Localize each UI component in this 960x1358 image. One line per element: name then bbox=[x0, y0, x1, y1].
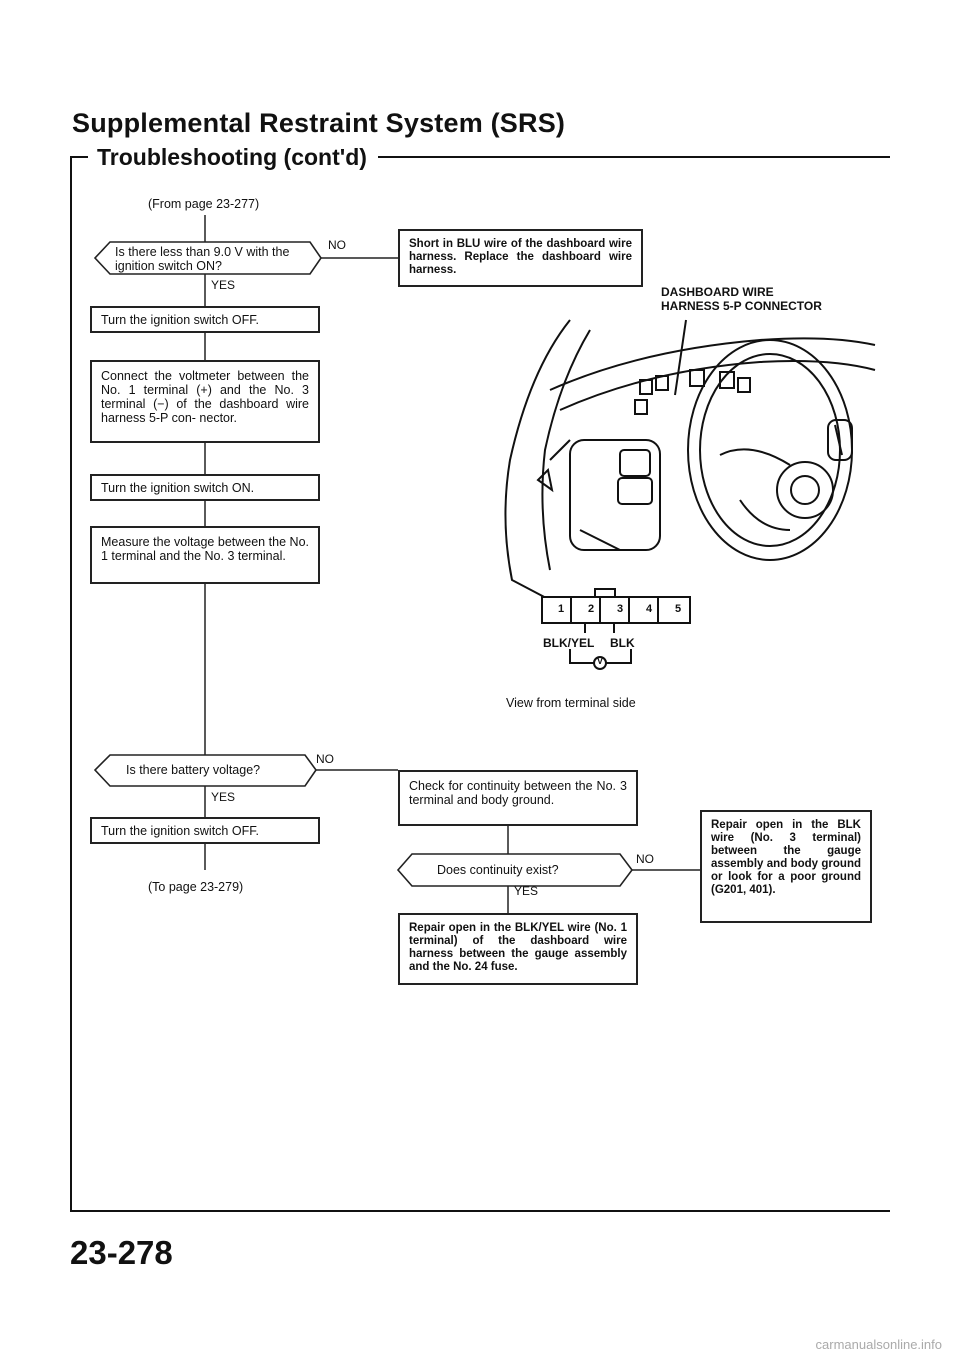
step-check-continuity: Check for continuity between the No. 3 t… bbox=[398, 770, 638, 826]
section-subtitle: Troubleshooting (cont'd) bbox=[97, 144, 367, 170]
step-turn-ignition-off-2: Turn the ignition switch OFF. bbox=[90, 817, 320, 844]
wire-label-blk-yel: BLK/YEL bbox=[543, 636, 595, 650]
voltmeter-icon: V bbox=[597, 656, 604, 666]
watermark: carmanualsonline.info bbox=[815, 1337, 942, 1352]
decision-q1-text: Is there less than 9.0 V with the igniti… bbox=[115, 245, 290, 273]
callout-label-line1: DASHBOARD WIRE bbox=[661, 285, 774, 299]
q3-no-result-box: Repair open in the BLK wire (No. 3 termi… bbox=[700, 810, 872, 923]
header-rule-right bbox=[378, 156, 890, 158]
wire-label-blk: BLK bbox=[610, 636, 635, 650]
terminal-4: 4 bbox=[646, 603, 653, 615]
decision-q2 bbox=[93, 754, 317, 787]
connector-diagram bbox=[541, 588, 691, 670]
q3-yes-label: YES bbox=[514, 884, 539, 898]
frame-left-rule bbox=[70, 156, 72, 1212]
page-number: 23-278 bbox=[70, 1234, 173, 1271]
dashboard-illustration bbox=[504, 319, 876, 601]
decision-q3-text: Does continuity exist? bbox=[437, 863, 559, 877]
step-measure-voltage: Measure the voltage between the No. 1 te… bbox=[90, 526, 320, 584]
view-note: View from terminal side bbox=[506, 696, 636, 710]
decision-q2-text: Is there battery voltage? bbox=[126, 763, 261, 777]
header-rule-left bbox=[70, 156, 88, 158]
q2-yes-label: YES bbox=[211, 790, 236, 804]
terminal-3: 3 bbox=[617, 603, 624, 615]
terminal-5: 5 bbox=[675, 603, 682, 615]
q1-no-label: NO bbox=[328, 238, 346, 252]
page-title: Supplemental Restraint System (SRS) bbox=[72, 108, 566, 138]
q3-no-label: NO bbox=[636, 852, 654, 866]
step-connect-voltmeter: Connect the voltmeter between the No. 1 … bbox=[90, 360, 320, 443]
terminal-2: 2 bbox=[588, 603, 595, 615]
from-page-ref: (From page 23-277) bbox=[148, 197, 260, 211]
callout-label-line2: HARNESS 5-P CONNECTOR bbox=[661, 299, 822, 313]
decision-q1 bbox=[93, 241, 322, 275]
q1-yes-label: YES bbox=[211, 278, 236, 292]
q2-no-label: NO bbox=[316, 752, 334, 766]
step-turn-ignition-on: Turn the ignition switch ON. bbox=[90, 474, 320, 501]
terminal-1: 1 bbox=[558, 603, 565, 615]
decision-q3 bbox=[396, 853, 633, 887]
to-page-ref: (To page 23-279) bbox=[148, 880, 244, 894]
q3-yes-result-box: Repair open in the BLK/YEL wire (No. 1 t… bbox=[398, 913, 638, 985]
frame-bottom-rule bbox=[70, 1210, 890, 1212]
q1-no-result-box: Short in BLU wire of the dashboard wire … bbox=[398, 229, 643, 287]
step-turn-ignition-off-1: Turn the ignition switch OFF. bbox=[90, 306, 320, 333]
